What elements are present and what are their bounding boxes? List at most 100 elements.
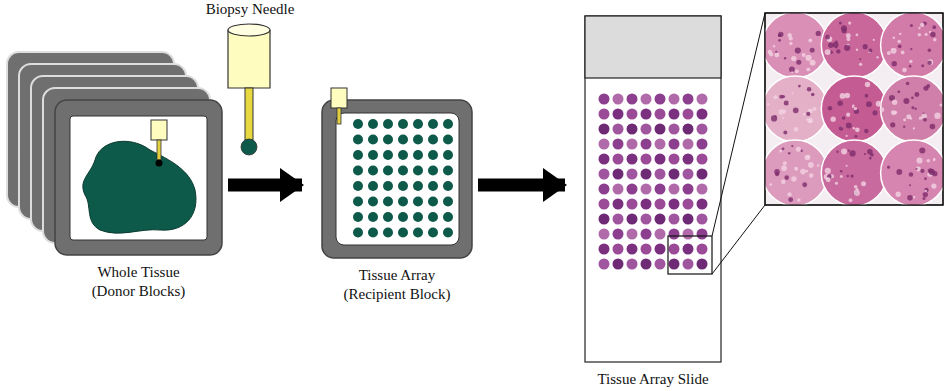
stained-core [613, 139, 624, 150]
stained-core [599, 199, 610, 210]
cell-texture [835, 182, 838, 185]
cell-texture [848, 22, 851, 25]
stained-core [683, 259, 694, 270]
cell-texture [865, 82, 870, 87]
cell-texture [911, 97, 914, 100]
cell-texture [797, 198, 801, 202]
cell-texture [914, 92, 919, 97]
inset-border [765, 13, 943, 205]
stained-core [683, 214, 694, 225]
cell-texture [788, 152, 790, 154]
stained-core [669, 199, 680, 210]
cell-texture [927, 60, 932, 65]
tissue-core [443, 197, 453, 207]
stained-core [655, 184, 666, 195]
cell-texture [791, 145, 793, 147]
cell-texture [833, 42, 839, 48]
cell-texture [910, 117, 913, 120]
tissue-array-slide [585, 13, 765, 362]
cell-texture [876, 101, 882, 107]
cell-texture [864, 129, 869, 134]
cell-texture [849, 198, 853, 202]
cell-texture [779, 109, 784, 114]
magnified-core [765, 76, 828, 142]
cell-texture [907, 195, 913, 201]
stained-core [655, 244, 666, 255]
cell-texture [916, 157, 922, 163]
cell-texture [909, 60, 912, 63]
cell-texture [805, 55, 811, 61]
cell-texture [934, 112, 940, 118]
stained-core [669, 154, 680, 165]
stained-core [613, 154, 624, 165]
tissue-core [383, 135, 393, 145]
cell-texture [909, 184, 911, 186]
stained-core [655, 199, 666, 210]
needle-top [228, 24, 270, 36]
stained-core [697, 229, 708, 240]
cell-texture [830, 116, 835, 121]
cell-texture [929, 169, 935, 175]
stained-core [613, 94, 624, 105]
cell-texture [825, 35, 830, 40]
cell-texture [788, 33, 792, 37]
stained-core [669, 214, 680, 225]
cell-texture [828, 43, 833, 48]
cell-texture [840, 175, 843, 178]
cell-texture [924, 190, 926, 192]
tissue-core [398, 166, 408, 176]
cell-texture [795, 48, 801, 54]
slide-glass [585, 16, 721, 362]
cell-texture [854, 107, 857, 110]
tissue-core [241, 139, 257, 155]
cell-texture [771, 115, 777, 121]
needle-body [151, 120, 167, 140]
cell-texture [854, 135, 857, 138]
cell-texture [767, 103, 769, 105]
tissue-core [398, 135, 408, 145]
cell-texture [898, 44, 902, 48]
cell-texture [773, 45, 776, 48]
cell-texture [901, 51, 905, 55]
cell-texture [910, 48, 912, 50]
cell-texture [768, 50, 773, 55]
stained-core [627, 259, 638, 270]
cell-texture [811, 93, 815, 97]
stained-core [627, 154, 638, 165]
tissue-core [353, 150, 363, 160]
stained-core [599, 94, 610, 105]
cell-texture [931, 183, 936, 188]
stained-core [627, 124, 638, 135]
cell-texture [933, 158, 935, 160]
core-point [156, 160, 163, 167]
magnified-core [765, 13, 828, 78]
tissue-core [353, 197, 363, 207]
stained-core [669, 244, 680, 255]
cell-texture [863, 44, 868, 49]
stained-core [613, 109, 624, 120]
cell-texture [840, 93, 846, 99]
cell-texture [825, 168, 831, 174]
biopsy-needle [228, 24, 270, 155]
stained-core [599, 184, 610, 195]
block-caption: Tissue Array (Recipient Block) [334, 266, 460, 304]
stained-core [627, 229, 638, 240]
tissue-core [383, 166, 393, 176]
tissue-core [353, 135, 363, 145]
stained-core [669, 229, 680, 240]
tissue-core [428, 181, 438, 191]
stained-core [697, 109, 708, 120]
tissue-core [443, 228, 453, 238]
cell-texture [808, 39, 812, 43]
tissue-core [353, 181, 363, 191]
cell-texture [778, 32, 783, 37]
cell-texture [808, 162, 814, 168]
tissue-core [413, 150, 423, 160]
cell-texture [813, 107, 817, 111]
cell-texture [783, 161, 787, 165]
needle-shaft [245, 88, 253, 140]
cell-texture [837, 100, 843, 106]
tissue-core [428, 119, 438, 129]
stained-core [655, 124, 666, 135]
